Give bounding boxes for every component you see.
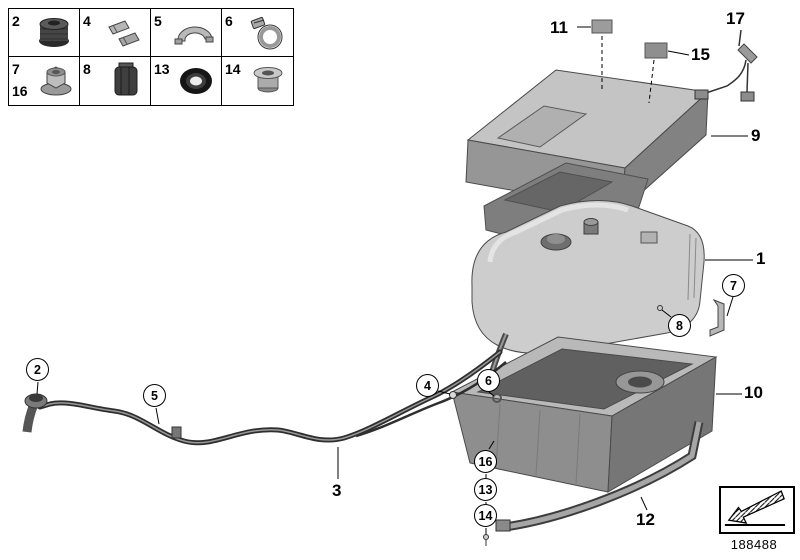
callout-3[interactable]: 3 (332, 481, 342, 500)
callout-5[interactable]: 5 (143, 384, 166, 407)
flange-nut-icon (40, 66, 72, 96)
rubber-mount-icon (39, 18, 69, 47)
retaining-clamp-icon (174, 26, 214, 45)
hose-clamp-icon (250, 16, 283, 50)
legend-label: 5 (154, 13, 162, 29)
callout-14[interactable]: 14 (474, 504, 497, 527)
callout-9[interactable]: 9 (751, 126, 761, 145)
filler-line-part (22, 349, 507, 446)
callout-16[interactable]: 16 (474, 450, 497, 473)
callout-10[interactable]: 10 (744, 383, 763, 402)
legend-label: 13 (154, 61, 170, 77)
scr-tank-part (471, 200, 705, 373)
direction-indicator-box (719, 486, 795, 534)
legend-label: 8 (83, 61, 91, 77)
legend-cell-13[interactable]: 13 (151, 57, 222, 105)
callout-12[interactable]: 12 (636, 510, 655, 529)
legend-cell-5[interactable]: 5 (151, 9, 222, 57)
legend-cell-6[interactable]: 6 (222, 9, 293, 57)
callout-1[interactable]: 1 (756, 249, 766, 268)
drawing-number: 188488 (730, 537, 778, 552)
legend-cell-14[interactable]: 14 (222, 57, 293, 105)
damper-pads (591, 19, 668, 59)
spring-clip-icon (108, 20, 140, 47)
grommet-icon (180, 68, 212, 94)
leader-lines (36, 26, 753, 534)
legend-label: 4 (83, 13, 91, 29)
sensor-cable-part (694, 29, 758, 102)
callout-13[interactable]: 13 (474, 478, 497, 501)
legend-label: 7 (12, 61, 20, 77)
sleeve-icon (253, 67, 283, 93)
legend-cell-8[interactable]: 8 (80, 57, 151, 105)
tension-strap-part (495, 421, 704, 532)
callout-7[interactable]: 7 (722, 274, 745, 297)
callout-6[interactable]: 6 (477, 369, 500, 392)
legend-label: 6 (225, 13, 233, 29)
legend-label: 2 (12, 13, 20, 29)
callout-17[interactable]: 17 (726, 9, 745, 28)
callout-2[interactable]: 2 (26, 358, 49, 381)
callout-11[interactable]: 11 (550, 18, 568, 37)
legend-cell-4[interactable]: 4 (80, 9, 151, 57)
direction-arrow-icon (724, 490, 786, 526)
cable-clip-icon (114, 62, 138, 96)
callout-15[interactable]: 15 (691, 45, 710, 64)
callout-8[interactable]: 8 (668, 314, 691, 337)
callout-4[interactable]: 4 (416, 374, 439, 397)
legend-label: 14 (225, 61, 241, 77)
legend-cell-2[interactable]: 2 (9, 9, 80, 57)
fastener-details (449, 298, 725, 546)
